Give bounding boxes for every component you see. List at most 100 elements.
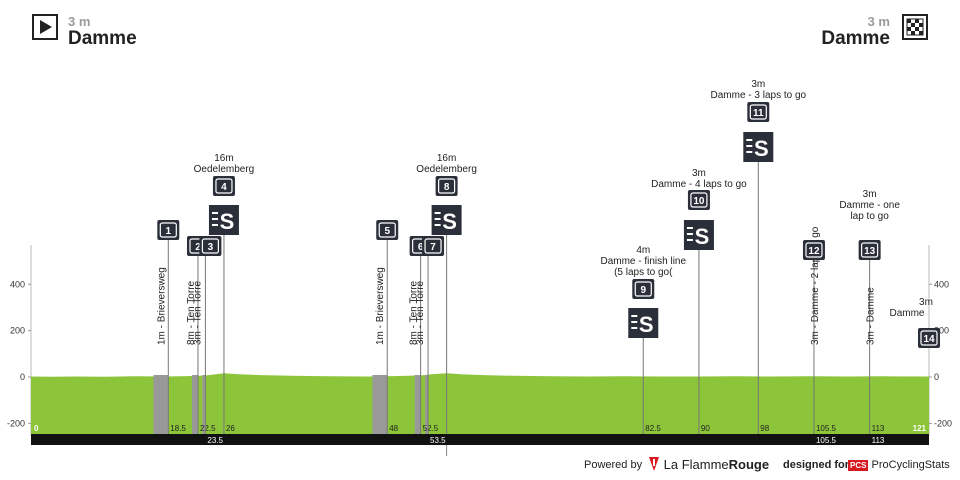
elevation-area xyxy=(31,373,929,434)
marker-number: 9 xyxy=(640,285,646,296)
y-tick-label-right: 400 xyxy=(934,279,949,289)
marker-badge-border xyxy=(749,104,767,120)
marker-name: lap to go xyxy=(850,211,889,222)
marker-badge xyxy=(212,176,235,196)
start-elevation: 3 m xyxy=(68,14,91,29)
marker-badge xyxy=(802,240,825,260)
marker-badge xyxy=(435,176,458,196)
cobble-sector xyxy=(192,375,198,434)
powered-by: Powered by xyxy=(584,459,642,471)
sprint-icon-letter: S xyxy=(442,209,457,234)
marker-vertical-label: 8m - Ten Torre xyxy=(186,280,197,345)
sprint-icon-letter: S xyxy=(754,136,769,161)
km-label: 98 xyxy=(760,424,769,433)
km-label: 113 xyxy=(872,424,885,433)
sprint-icon-bar xyxy=(211,224,218,226)
marker-badge xyxy=(858,240,881,260)
marker-badge xyxy=(157,220,180,240)
marker-number: 4 xyxy=(221,182,227,193)
marker-number: 6 xyxy=(418,242,424,253)
marker-badge-border xyxy=(438,178,456,194)
sprint-icon-bar xyxy=(686,227,693,229)
pcs-badge: PCS xyxy=(848,460,869,471)
strip-km-label: 23.5 xyxy=(207,436,223,445)
marker-name: Damme xyxy=(889,308,924,319)
la-flamme-rouge-logo: La FlammeRouge xyxy=(648,456,769,472)
sprint-icon-bar xyxy=(686,233,693,235)
marker-badge-border xyxy=(378,222,396,238)
marker-number: 7 xyxy=(430,242,436,253)
y-tick-label-left: 400 xyxy=(10,279,25,289)
marker-badge-border xyxy=(159,222,177,238)
sprint-icon-letter: S xyxy=(220,209,235,234)
marker-badge-border xyxy=(861,242,879,258)
marker-badge-border xyxy=(920,330,938,346)
marker-badge xyxy=(918,328,940,348)
y-tick-label-right: 0 xyxy=(934,372,939,382)
marker-number: 11 xyxy=(753,108,764,119)
marker-badge xyxy=(422,236,445,256)
marker-number: 10 xyxy=(693,196,705,207)
marker-name: (5 laps to go( xyxy=(614,267,673,278)
marker-name: Damme - 3 laps to go xyxy=(711,90,807,101)
marker-badge-border xyxy=(690,192,708,208)
marker-badge-border xyxy=(805,242,823,258)
sprint-icon-bar xyxy=(434,224,441,226)
marker-vertical-label: 3m - Damme - 2 laps to go xyxy=(810,226,821,345)
marker-vertical-label: 1m - Brieversweg xyxy=(156,267,167,345)
marker-elevation: 3m xyxy=(751,79,765,90)
powered-by-text: Powered by xyxy=(584,459,643,471)
marker-badge-border xyxy=(424,238,442,254)
km-label: 48 xyxy=(389,424,398,433)
marker-number: 8 xyxy=(444,182,450,193)
finish-flag-icon xyxy=(902,14,928,40)
finish-elevation: 3 m xyxy=(867,14,890,29)
designed-for-text: designed for xyxy=(783,459,850,471)
marker-elevation: 3m xyxy=(919,297,933,308)
sprint-icon-bar xyxy=(211,212,218,214)
km-label: 22.5 xyxy=(200,424,216,433)
strip-km-label: 113 xyxy=(872,436,885,445)
km-label: 90 xyxy=(701,424,710,433)
marker-name: Damme - finish line xyxy=(600,256,686,267)
y-tick-label-right: -200 xyxy=(934,418,952,428)
sprint-icon-bar xyxy=(631,315,638,317)
pcs-name: ProCyclingStats xyxy=(871,459,950,471)
sprint-icon-bar xyxy=(746,151,753,153)
marker-elevation: 4m xyxy=(636,245,650,256)
marker-number: 5 xyxy=(384,226,390,237)
sprint-icon-bar xyxy=(686,239,693,241)
distance-strip xyxy=(31,434,929,445)
marker-vertical-label: 1m - Brieversweg xyxy=(375,267,386,345)
km-label: 26 xyxy=(226,424,235,433)
marker-vertical-label: 3m - Ten Torre xyxy=(192,280,203,345)
marker-vertical-label: 8m - Ten Torre xyxy=(409,280,420,345)
designed-for: designed for xyxy=(783,459,849,471)
km-label: 52.5 xyxy=(423,424,439,433)
marker-name: Oedelemberg xyxy=(416,164,477,175)
marker-name: Damme - 4 laps to go xyxy=(651,179,747,190)
km-label: 105.5 xyxy=(816,424,837,433)
sprint-icon-letter: S xyxy=(639,312,654,337)
marker-badge xyxy=(376,220,399,240)
marker-badge-border xyxy=(215,178,233,194)
cobble-sector xyxy=(372,375,388,434)
marker-elevation: 3m xyxy=(692,168,706,179)
end-km-label: 121 xyxy=(913,424,927,433)
marker-badge xyxy=(747,102,770,122)
marker-number: 12 xyxy=(808,246,820,257)
marker-number: 2 xyxy=(195,242,201,253)
start-header: 3 m Damme xyxy=(68,14,137,49)
y-tick-label-right: 200 xyxy=(934,326,949,336)
sprint-icon-bar xyxy=(746,139,753,141)
km-label: 18.5 xyxy=(170,424,186,433)
start-place: Damme xyxy=(68,28,137,49)
km-label: 82.5 xyxy=(645,424,661,433)
sprint-icon-bar xyxy=(211,218,218,220)
marker-name: Damme - one xyxy=(839,200,900,211)
y-tick-label-left: -200 xyxy=(7,418,25,428)
brand-prefix: La Flamme xyxy=(663,457,729,472)
strip-km-label: 105.5 xyxy=(816,436,837,445)
marker-elevation: 16m xyxy=(214,153,233,164)
